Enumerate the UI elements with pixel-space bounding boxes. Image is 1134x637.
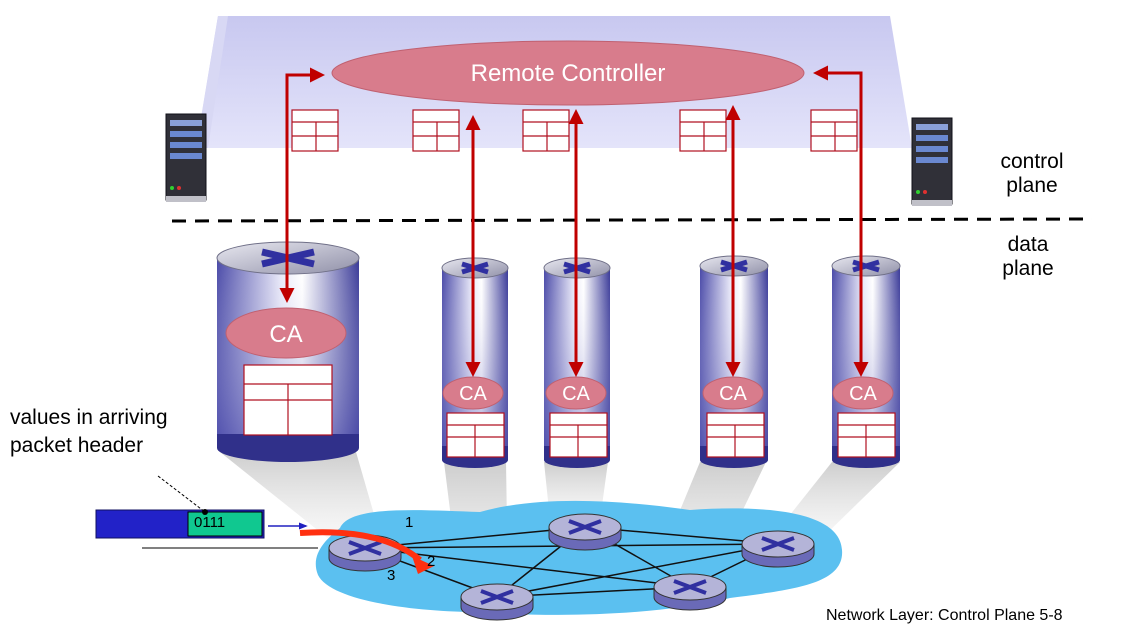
control-agent	[442, 376, 504, 410]
packet-path-arrow	[299, 529, 422, 563]
flow-table	[549, 412, 608, 458]
packet-header-value: 0111	[194, 514, 226, 531]
control-agent	[832, 376, 894, 410]
router-icon	[548, 513, 622, 551]
flow-table	[446, 412, 505, 458]
router-icon	[460, 583, 534, 621]
control-agent	[702, 376, 764, 410]
port-number: 1	[405, 514, 414, 531]
network-routers	[328, 513, 815, 621]
remote-controller-label: Remote Controller	[471, 60, 666, 87]
control-agent-label: CA	[459, 383, 487, 405]
flow-table	[837, 412, 896, 458]
server-icon-right	[911, 117, 953, 206]
router-icon	[741, 530, 815, 568]
port-number: 2	[427, 553, 436, 570]
controller-table	[412, 109, 460, 152]
control-agent-label: CA	[719, 383, 747, 405]
controller-table	[522, 109, 570, 152]
arriving-packet	[95, 509, 318, 549]
caption-pointer	[157, 475, 206, 513]
controller-table	[810, 109, 858, 152]
control-agent	[545, 376, 607, 410]
router-icon	[653, 573, 727, 611]
plane-divider	[171, 217, 1093, 223]
flow-table	[243, 364, 333, 436]
control-agent	[225, 307, 347, 359]
control-agent-label: CA	[269, 321, 302, 348]
remote-controller	[331, 40, 805, 106]
control-agent-label: CA	[562, 383, 590, 405]
controller-table	[679, 109, 727, 152]
server-icon-left	[165, 113, 207, 202]
control-arrows	[279, 65, 869, 377]
control-agent-label: CA	[849, 383, 877, 405]
flow-table	[706, 412, 765, 458]
slide-footer: Network Layer: Control Plane 5-8	[826, 607, 1063, 624]
controller-table	[291, 109, 339, 152]
port-number: 3	[387, 567, 396, 584]
router-flow-tables	[243, 364, 896, 458]
